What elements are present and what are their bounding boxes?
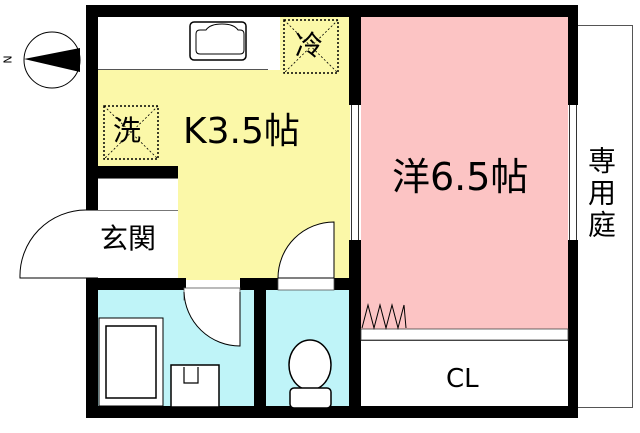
- sink-icon: [189, 21, 247, 61]
- closet-area: [361, 340, 568, 406]
- window-center: [351, 105, 359, 240]
- washer-label: 洗: [113, 114, 142, 147]
- bathtub-icon: [98, 317, 164, 407]
- wall-right-lower: [568, 240, 578, 418]
- wall-bath-top-right: [334, 278, 350, 290]
- wall-entrance-top: [86, 166, 178, 178]
- wall-left-lower: [86, 278, 98, 418]
- wall-left-upper: [86, 5, 98, 210]
- entrance-label: 玄関: [100, 222, 157, 255]
- entrance-door-jamb: [86, 210, 98, 278]
- western-room-label: 洋6.5帖: [392, 155, 529, 199]
- window-right: [569, 105, 577, 240]
- wall-top: [86, 5, 578, 17]
- fridge-icon: [283, 19, 339, 74]
- wall-bottom: [86, 406, 578, 418]
- entrance-area: [98, 178, 178, 278]
- wall-bath-top: [86, 278, 186, 290]
- bathroom-door-swing: [183, 291, 241, 347]
- toilet-door-swing: [277, 221, 335, 279]
- wall-right-upper: [568, 5, 578, 105]
- compass-north-label: N: [1, 55, 15, 64]
- washbasin-icon: [170, 364, 220, 408]
- kitchen-label: K3.5帖: [183, 111, 300, 152]
- toilet-icon: [288, 339, 332, 409]
- closet-folding-door: [361, 303, 407, 330]
- entrance-step-line: [98, 210, 178, 211]
- wall-center-lower: [349, 240, 361, 418]
- north-arrow-icon: [23, 31, 81, 89]
- private-garden-area: [578, 25, 633, 408]
- entrance-door-swing: [19, 209, 87, 279]
- fridge-label: 冷: [295, 29, 324, 62]
- private-garden-label: 専用庭: [584, 146, 617, 242]
- closet-label: CL: [446, 364, 479, 394]
- wall-center-upper: [349, 5, 361, 105]
- wall-bath-toilet-divider: [254, 278, 266, 418]
- washer-icon: [103, 105, 159, 160]
- western-room-area: [361, 17, 568, 329]
